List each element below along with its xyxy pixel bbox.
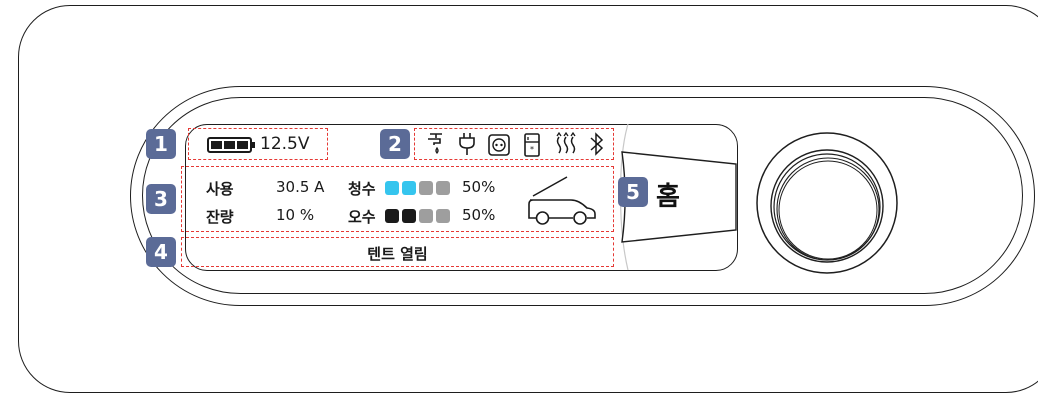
message-region: [181, 237, 614, 267]
home-button-label[interactable]: 홈: [656, 182, 680, 212]
control-panel-inner: [142, 97, 1023, 294]
badge-5: 5: [618, 177, 648, 207]
fresh-water-percent: 50%: [462, 178, 496, 196]
fresh-water-level: [385, 181, 450, 195]
level-segment: [385, 181, 399, 195]
level-segment: [402, 181, 416, 195]
waste-water-level: [385, 209, 450, 223]
usage-label: 사용: [206, 180, 234, 198]
control-panel-outer: [130, 86, 1035, 306]
battery-voltage: 12.5V: [260, 134, 310, 154]
status-message: 텐트 열림: [367, 245, 428, 263]
fresh-water-label: 청수: [348, 180, 376, 198]
level-segment: [402, 209, 416, 223]
waste-water-percent: 50%: [462, 206, 496, 224]
svg-text:*: *: [530, 145, 534, 154]
info-region: [181, 166, 614, 232]
device-frame: [18, 5, 1038, 393]
level-segment: [419, 181, 433, 195]
badge-3: 3: [146, 184, 176, 214]
level-segment: [419, 209, 433, 223]
remaining-label: 잔량: [206, 208, 234, 226]
badge-2: 2: [380, 129, 410, 159]
water-tap-icon: [428, 133, 442, 154]
level-segment: [436, 209, 450, 223]
status-icons-region: [414, 128, 614, 160]
power-plug-icon: [459, 133, 475, 155]
badge-4: 4: [146, 237, 176, 267]
bluetooth-icon: [590, 132, 604, 156]
waste-water-label: 오수: [348, 208, 376, 226]
fridge-icon: *: [524, 133, 540, 157]
battery-icon: [207, 137, 255, 153]
car-tent-icon: [528, 176, 596, 225]
badge-1: 1: [146, 129, 176, 159]
level-segment: [436, 181, 450, 195]
rotary-knob[interactable]: [752, 128, 902, 278]
usage-value: 30.5 A: [276, 178, 325, 196]
outlet-icon: [488, 134, 510, 156]
battery-region: [188, 128, 328, 160]
heater-icon: [556, 131, 576, 154]
remaining-value: 10 %: [276, 206, 315, 224]
level-segment: [385, 209, 399, 223]
